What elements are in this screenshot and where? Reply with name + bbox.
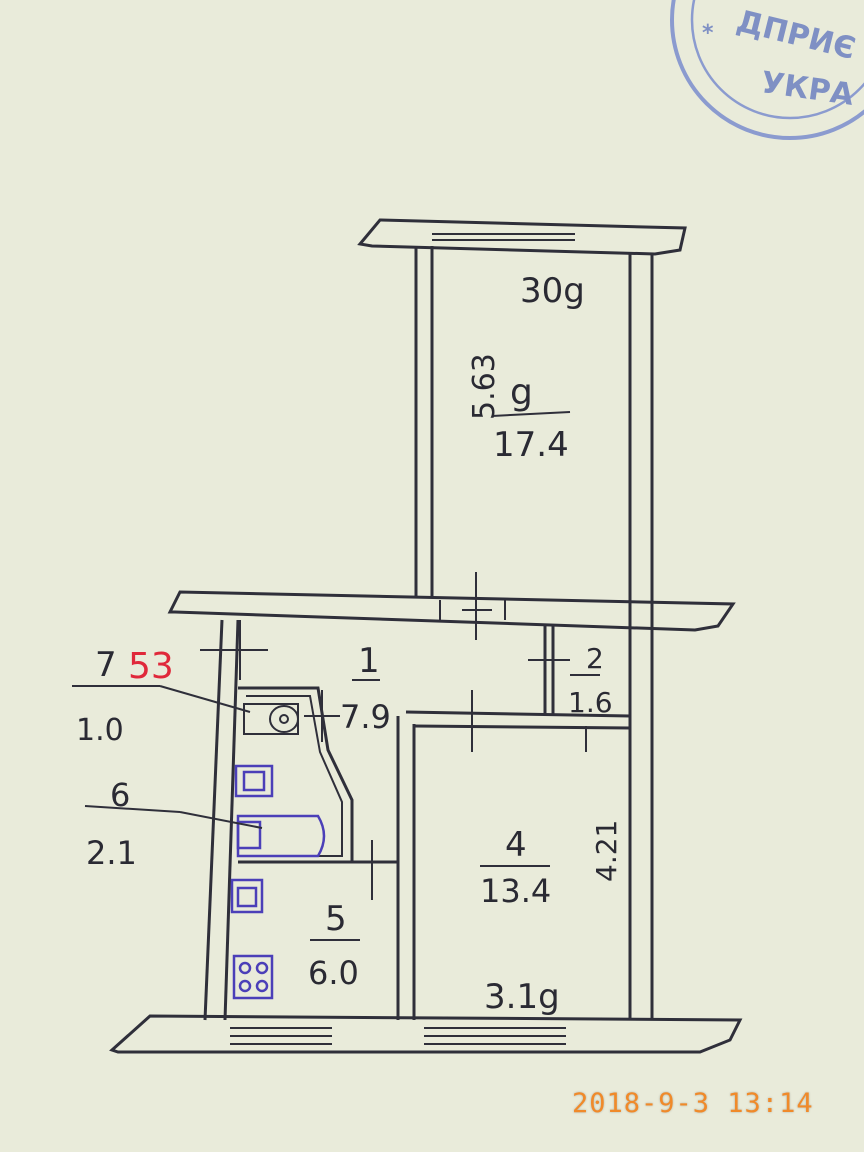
room5-area: 6.0: [308, 954, 359, 992]
red-mark-label: 53: [128, 646, 174, 687]
room7-area: 1.0: [76, 713, 124, 748]
room4-area: 13.4: [480, 872, 551, 910]
fraction-bars: [310, 411, 600, 941]
room2-area: 1.6: [568, 686, 613, 719]
interior-walls: [238, 624, 631, 1020]
top-width-label: 30g: [520, 271, 585, 311]
photo-timestamp: 2018-9-3 13:14: [572, 1088, 814, 1119]
room7-number: 7: [95, 645, 117, 685]
stamp-star: *: [702, 21, 714, 46]
room5-number: 5: [325, 899, 347, 939]
room3-length-label: 5.63: [467, 353, 502, 420]
stove-fixture: [232, 954, 274, 1000]
room-top-outline: [357, 218, 687, 1020]
room6-area: 2.1: [86, 834, 137, 872]
toilet-fixture: [243, 703, 299, 735]
room3-area: 17.4: [493, 425, 569, 465]
kitchen-sink-fixture: [230, 878, 264, 914]
stamp-text-line1: ДПРИЄ: [733, 4, 859, 67]
stamp-text-line2: УКРА: [759, 65, 857, 113]
bottom-width-label: 3.1g: [484, 977, 560, 1017]
bottom-wall: [109, 1014, 743, 1054]
room2-number: 2: [586, 642, 604, 675]
middle-wall: [167, 572, 736, 640]
room3-number: g: [510, 372, 533, 413]
room1-area: 7.9: [340, 698, 391, 736]
bathtub-fixture: [236, 814, 326, 858]
label-leaders: [72, 685, 263, 829]
room4-length-label: 4.21: [590, 820, 623, 882]
sink-fixture: [234, 764, 274, 798]
stamp-seal: ДПРИЄ УКРА *: [670, 0, 864, 140]
room4-number: 4: [505, 825, 527, 865]
room1-number: 1: [358, 641, 380, 681]
left-wall: [200, 619, 268, 1021]
room6-number: 6: [110, 776, 130, 814]
